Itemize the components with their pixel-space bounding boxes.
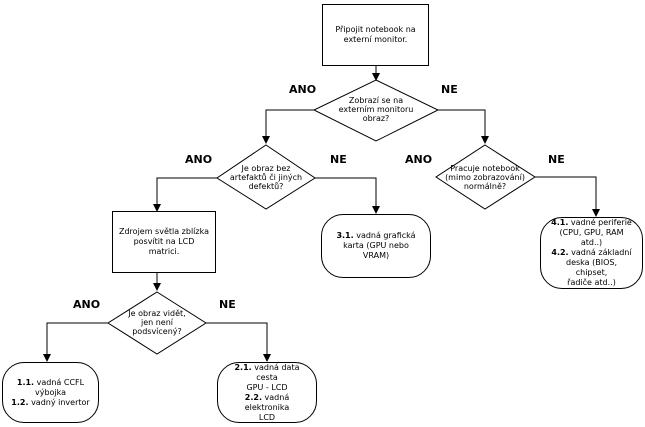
connector-d1-yes	[262, 109, 314, 144]
decision-d2: Je obraz bez artefaktů či jiných defektů…	[221, 164, 311, 191]
result-4-2-line-2: deska (BIOS, chipset,	[566, 258, 617, 277]
result-3-1: 3.1. vadná grafická karta (GPU nebo VRAM…	[321, 214, 431, 278]
decision-d4-shape	[107, 291, 207, 355]
result-2-1-line-2: GPU - LCD	[246, 382, 288, 392]
label-d1-no: NE	[441, 83, 458, 96]
decision-d1: Zobrazí se na externím monitoru obraz?	[326, 96, 426, 123]
label-d2-no: NE	[330, 153, 347, 166]
decision-d4-line-1: Je obraz vidět,	[128, 309, 186, 318]
decision-d4: Je obraz vidět, jen není podsvícený?	[112, 309, 202, 336]
result-1-1-number: 1.1.	[16, 377, 35, 387]
result-4-1-line-2: (CPU, GPU, RAM atd..)	[559, 228, 624, 247]
result-4-1-text: vadné periferie	[570, 218, 632, 227]
result-1-2-number: 1.2.	[11, 397, 29, 407]
connector-d3-no	[535, 176, 600, 217]
result-4-1-line-1: 4.1. vadné periferie	[551, 218, 632, 228]
decision-d1-shape	[312, 79, 440, 142]
result-3-1-line-1: 3.1. vadná grafická	[336, 231, 415, 241]
decision-d1-line-2: externím monitoru	[338, 105, 414, 114]
decision-d4-line-3: podsvícený?	[132, 327, 182, 336]
result-2: 2.1. vadná data cesta GPU - LCD 2.2. vad…	[217, 362, 317, 423]
result-3-1-text: vadná grafická	[356, 231, 416, 240]
label-d4-no: NE	[219, 298, 236, 311]
connector-d4-no	[206, 322, 271, 362]
result-2-1-number: 2.1.	[234, 362, 252, 372]
decision-d1-line-1: Zobrazí se na	[348, 96, 404, 105]
label-d4-yes: ANO	[73, 298, 101, 311]
result-4-2-line-1: 4.2. vadná základní	[551, 248, 631, 258]
connector-d2-no	[315, 177, 380, 214]
label-d2-yes: ANO	[185, 153, 213, 166]
start-box-text: Připojit notebook na externí monitor.	[335, 25, 416, 44]
decision-d1-line-3: obraz?	[362, 114, 390, 123]
result-4-1-number: 4.1.	[551, 218, 569, 227]
result-2-2-text: vadná elektronika	[244, 392, 290, 412]
label-d3-yes: ANO	[405, 153, 433, 166]
result-2-1-line-1: 2.1. vadná data cesta	[226, 363, 308, 383]
result-2-2-line-1: 2.2. vadná elektronika	[226, 393, 308, 413]
result-1-1-text: vadná CCFL	[36, 377, 85, 387]
label-d1-yes: ANO	[289, 83, 317, 96]
result-4-2-line-3: řadiče atd..)	[567, 278, 616, 287]
decision-d3-line-2: (mimo zobrazování)	[445, 173, 525, 182]
lcd-check-box-text: Zdrojem světla zblízka posvítit na LCD m…	[119, 227, 209, 256]
label-d3-no: NE	[548, 153, 565, 166]
decision-d2-line-1: Je obraz bez	[241, 164, 291, 173]
decision-d2-line-2: artefaktů či jiných	[229, 173, 303, 182]
connector-d2-yes	[153, 177, 217, 212]
decision-d3-line-3: normálně?	[463, 182, 507, 191]
connector-d4-yes	[43, 322, 108, 362]
result-4-2-text: vadná základní	[571, 248, 632, 257]
result-1: 1.1. vadná CCFL výbojka 1.2. vadný inver…	[2, 362, 99, 423]
result-4-2-number: 4.2.	[551, 248, 569, 257]
result-2-2-line-2: LCD	[258, 412, 276, 422]
result-3-1-number: 3.1.	[336, 231, 354, 240]
decision-d2-shape	[216, 144, 316, 210]
decision-d3-line-1: Pracuje notebook	[450, 164, 520, 173]
result-1-2-line-1: 1.2. vadný invertor	[11, 398, 89, 408]
result-4: 4.1. vadné periferie (CPU, GPU, RAM atd.…	[540, 217, 643, 289]
decision-d4-line-2: jen není	[140, 318, 174, 327]
result-2-2-number: 2.2.	[244, 392, 262, 402]
start-box: Připojit notebook na externí monitor.	[322, 4, 429, 66]
lcd-check-box: Zdrojem světla zblízka posvítit na LCD m…	[112, 211, 216, 273]
result-1-1-line-2: výbojka	[34, 387, 67, 397]
result-1-1-line-1: 1.1. vadná CCFL	[17, 378, 84, 388]
connector-d1-no	[438, 109, 489, 144]
result-1-2-text: vadný invertor	[31, 397, 90, 407]
decision-d2-line-3: defektů?	[248, 182, 284, 191]
decision-d3: Pracuje notebook (mimo zobrazování) norm…	[436, 164, 534, 191]
decision-d3-shape	[435, 144, 536, 210]
result-2-1-text: vadná data cesta	[254, 362, 300, 382]
result-3-1-line-2: karta (GPU nebo VRAM)	[343, 241, 409, 260]
